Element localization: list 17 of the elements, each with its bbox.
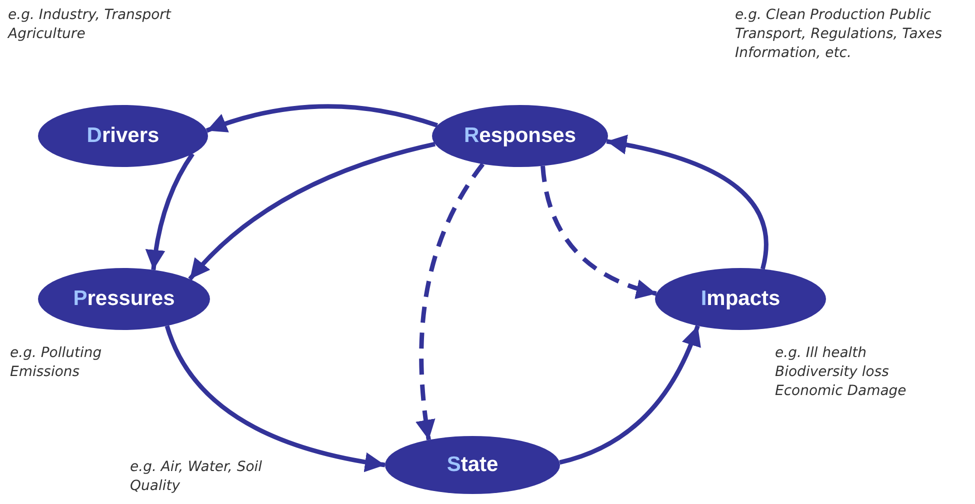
arrow	[416, 162, 485, 440]
arrow	[606, 135, 768, 270]
arrow	[206, 104, 438, 134]
annotation-text: e.g. Ill health Biodiversity loss Economic Damage	[775, 344, 908, 401]
arrow	[164, 325, 386, 472]
arrow	[188, 142, 436, 281]
node-label: State	[446, 453, 498, 477]
node-label: Responses	[464, 124, 576, 148]
node-label: Impacts	[700, 287, 780, 311]
node-label: Pressures	[73, 287, 175, 311]
annotation-text: e.g. Polluting Emissions	[10, 344, 103, 382]
arrow	[146, 152, 194, 270]
arrow	[559, 325, 700, 465]
annotation-text: e.g. Air, Water, Soil Quality	[130, 458, 264, 496]
annotation-text: e.g. Industry, Transport Agriculture	[8, 6, 172, 44]
node-label: Drivers	[86, 124, 160, 148]
annotation-text: e.g. Clean Production Public Transport, Regulations, Taxes Information, etc.	[735, 6, 943, 63]
